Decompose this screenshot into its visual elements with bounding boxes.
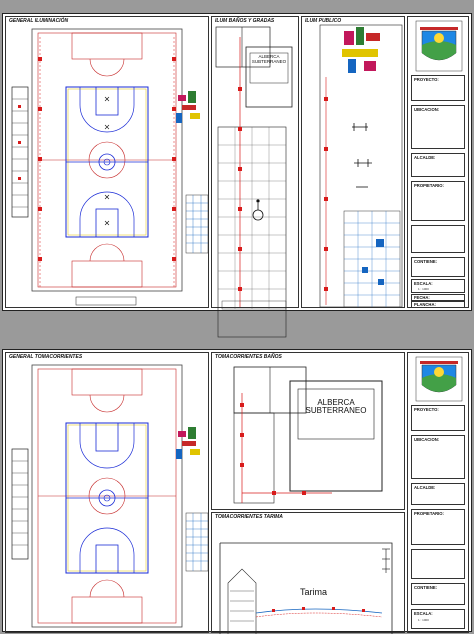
- panel-general-tomacorrientes: GENERAL TOMACORRIENTES: [5, 352, 209, 633]
- panel-general-iluminacion: GENERAL ILUMINACIÓN: [5, 16, 209, 308]
- pool-label-line1: ALBERCA: [317, 398, 355, 407]
- tb-label: PROPIETARIO:: [414, 183, 444, 188]
- tb-value: 1 : 1000: [418, 618, 429, 622]
- court-plan-lighting: [11, 28, 209, 306]
- panel-tomacorrientes-tarima: TOMACORRIENTES TARIMA Tarima: [211, 512, 405, 634]
- pool-label-line2: SUBTERRANEO: [305, 406, 367, 416]
- tb-field-escala: ESCALA: 1 : 1000: [411, 609, 465, 629]
- publico-plan-lighting: [319, 24, 403, 308]
- tb-field-contiene: CONTIENE:: [411, 257, 465, 277]
- panel-ilum-banos-gradas: ILUM BAÑOS Y GRADAS: [211, 16, 299, 338]
- tb-label: ESCALA:: [414, 611, 433, 616]
- tb-field-proyecto: PROYECTO:: [411, 405, 465, 431]
- tb-label: CONTIENE:: [414, 259, 438, 264]
- pool-label-line2: SUBTERRANEO: [251, 58, 287, 64]
- tb-label: ALCALDE:: [414, 155, 436, 160]
- tarima-plan-outlets: [219, 542, 393, 634]
- panel-title: GENERAL ILUMINACIÓN: [9, 18, 69, 24]
- pool-label: ALBERCA SUBTERRANEO: [298, 398, 374, 416]
- tb-field-blank: [411, 549, 465, 579]
- tb-field-alcalde: ALCALDE:: [411, 483, 465, 505]
- pool-label: ALBERCA SUBTERRANEO: [250, 54, 288, 64]
- playground-icon: [342, 27, 380, 73]
- tb-label: PLANCHA:: [414, 302, 436, 307]
- tb-label: UBICACION:: [414, 107, 440, 112]
- tb-field-ubicacion: UBICACION:: [411, 105, 465, 149]
- municipal-shield-icon: [415, 356, 463, 402]
- tb-label: ESCALA:: [414, 281, 433, 286]
- panel-title: ILUM PUBLICO: [305, 18, 342, 24]
- panel-title: ILUM BAÑOS Y GRADAS: [215, 18, 275, 24]
- tb-field-propietario: PROPIETARIO:: [411, 509, 465, 545]
- tb-field-plancha: PLANCHA:: [411, 301, 465, 308]
- tb-field-fecha: FECHA:: [411, 294, 465, 301]
- tb-field-proyecto: PROYECTO:: [411, 75, 465, 101]
- stage-label: Tarima: [300, 587, 328, 597]
- tb-label: UBICACION:: [414, 437, 440, 442]
- tb-label: PROYECTO:: [414, 77, 439, 82]
- tb-field-propietario: PROPIETARIO:: [411, 181, 465, 221]
- banos-plan-lighting: [215, 26, 293, 338]
- tb-field-alcalde: ALCALDE:: [411, 153, 465, 177]
- sheet-tomacorrientes: GENERAL TOMACORRIENTES: [2, 349, 472, 634]
- tb-field-contiene: CONTIENE:: [411, 583, 465, 605]
- sheet-iluminacion: GENERAL ILUMINACIÓN: [2, 13, 472, 338]
- tb-field-escala: ESCALA: 1 : 1000: [411, 279, 465, 293]
- panel-title: GENERAL TOMACORRIENTES: [9, 354, 83, 360]
- bench-icon: [352, 123, 372, 188]
- tb-label: CONTIENE:: [414, 585, 438, 590]
- panel-tomacorrientes-banos: TOMACORRIENTES BAÑOS ALBERCA SUBTERRANEO: [211, 352, 405, 510]
- wheelchair-icon: [252, 199, 264, 221]
- tb-label: PROYECTO:: [414, 407, 439, 412]
- panel-ilum-publico: ILUM PUBLICO: [301, 16, 405, 308]
- tb-label: PROPIETARIO:: [414, 511, 444, 516]
- tb-label: ALCALDE:: [414, 485, 436, 490]
- tb-field-ubicacion: UBICACION:: [411, 435, 465, 479]
- tb-value: 1 : 1000: [418, 287, 429, 291]
- pool-label-line1: ALBERCA: [258, 54, 280, 59]
- tb-field-blank: [411, 225, 465, 253]
- title-block: PROYECTO: UBICACION: ALCALDE: PROPIETARI…: [407, 16, 469, 308]
- tb-label: FECHA:: [414, 295, 430, 300]
- playground-icon: [176, 427, 200, 459]
- municipal-shield-icon: [415, 20, 463, 72]
- panel-title: TOMACORRIENTES BAÑOS: [215, 354, 282, 360]
- banos-plan-outlets: [233, 366, 383, 504]
- title-block-2: PROYECTO: UBICACION: ALCALDE: PROPIETARI…: [407, 352, 469, 633]
- court-plan-outlets: [11, 364, 209, 628]
- panel-title: TOMACORRIENTES TARIMA: [215, 514, 283, 520]
- playground-icon: [176, 91, 200, 123]
